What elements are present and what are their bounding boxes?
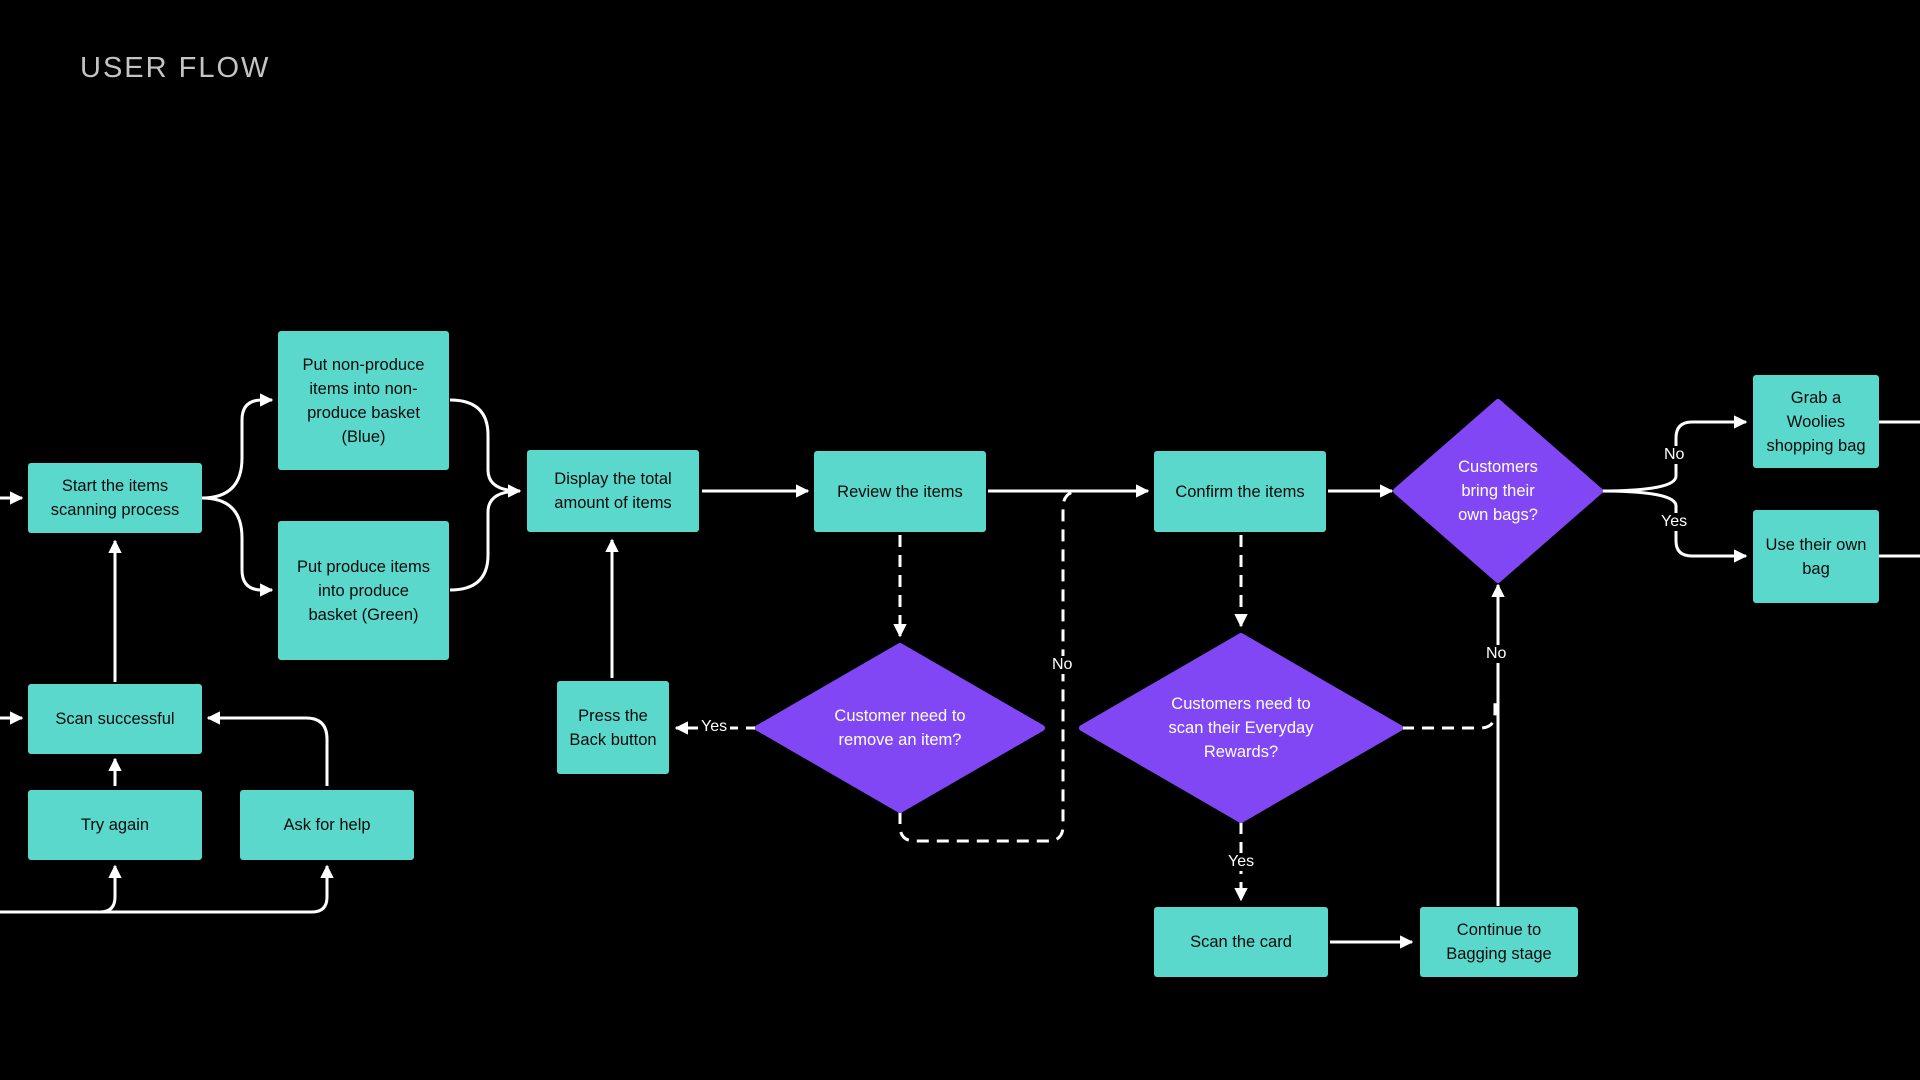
label-everyday-rewards: Customers need to scan their Everyday Re… <box>1168 695 1314 761</box>
label-own-bags: Customers bring their own bags? <box>1458 458 1538 524</box>
node-confirm-items: Confirm the items <box>1154 451 1326 532</box>
node-display-total: Display the total amount of items <box>527 450 699 532</box>
decision-remove-item <box>755 643 1045 813</box>
edge-nonproduce-to-display <box>449 398 522 498</box>
edge-label-bags-no: No <box>1661 446 1688 464</box>
edge-rewards-no <box>1402 700 1497 730</box>
node-scan-successful: Scan successful <box>28 684 202 754</box>
label-remove-item: Customer need to remove an item? <box>834 707 966 749</box>
node-press-back: Press the Back button <box>557 681 669 774</box>
edge-label-bags-yes: Yes <box>1658 513 1691 531</box>
page-title: USER FLOW <box>80 52 271 84</box>
decision-own-bags <box>1393 399 1603 583</box>
edge-loop-try-again <box>0 864 122 914</box>
node-scan-card: Scan the card <box>1154 907 1328 977</box>
edge-label-rewards-yes: Yes <box>1225 853 1258 871</box>
edge-bags-yes <box>1599 489 1748 563</box>
edge-start-to-produce <box>201 496 274 597</box>
node-continue-bagging: Continue to Bagging stage <box>1420 907 1578 977</box>
node-review-items: Review the items <box>814 451 986 532</box>
edge-label-rewards-no: No <box>1483 645 1510 663</box>
edge-label-remove-no: No <box>1049 656 1076 674</box>
edge-loop-ask-help <box>100 864 334 914</box>
node-use-own-bag: Use their own bag <box>1753 510 1879 603</box>
node-non-produce-basket: Put non-produce items into non-produce b… <box>278 331 449 470</box>
node-start-scanning: Start the items scanning process <box>28 463 202 533</box>
decision-everyday-rewards <box>1079 633 1403 823</box>
node-grab-bag: Grab a Woolies shopping bag <box>1753 375 1879 468</box>
node-try-again: Try again <box>28 790 202 860</box>
node-ask-for-help: Ask for help <box>240 790 414 860</box>
edge-help-to-scan <box>206 711 329 786</box>
node-produce-basket: Put produce items into produce basket (G… <box>278 521 449 660</box>
edge-bags-no <box>1599 415 1748 493</box>
edge-remove-no <box>898 489 1081 843</box>
edge-label-remove-yes: Yes <box>698 718 731 736</box>
edge-start-to-nonproduce <box>201 393 274 500</box>
edge-produce-to-display <box>449 489 521 592</box>
